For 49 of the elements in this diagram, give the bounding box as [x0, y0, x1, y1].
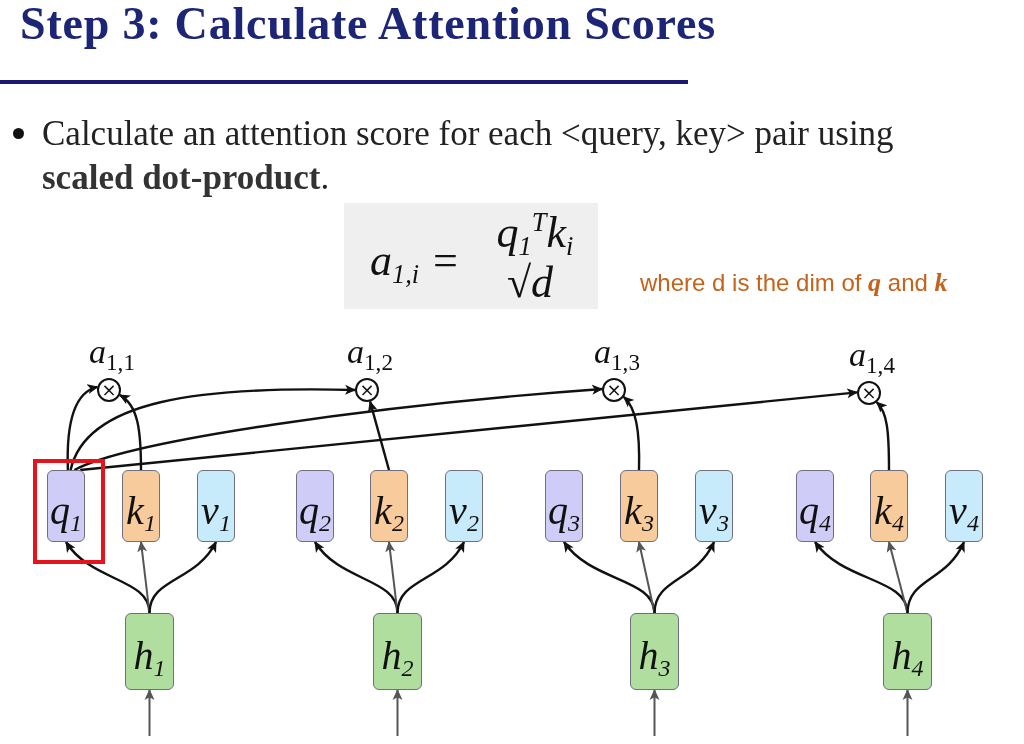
arrow [137, 540, 151, 614]
slide-title: Step 3: Calculate Attention Scores [20, 0, 716, 50]
arrow [396, 541, 466, 614]
highlight-frame [33, 459, 105, 564]
arrow [66, 385, 99, 471]
hidden-state-vector: h$_{3}$ [630, 613, 679, 690]
arrow [653, 541, 716, 614]
query-vector: q$_{2}$ [296, 470, 334, 542]
hidden-state-vector: h$_{1}$ [125, 613, 174, 690]
formula-denominator: √d [506, 257, 554, 309]
arrow [649, 688, 660, 737]
score-label: a$_{1,4}$ [849, 335, 895, 378]
arrow [622, 396, 641, 470]
arrow [73, 384, 604, 472]
bullet-text: Calculate an attention score for each <query, key> pair using scaled dot-product. [42, 113, 895, 199]
value-vector: v$_{3}$ [695, 470, 733, 542]
arrow [875, 401, 891, 470]
value-vector: v$_{1}$ [197, 470, 235, 542]
arrow [144, 688, 155, 737]
arrow [80, 388, 859, 472]
multiply-operator: × [857, 381, 881, 405]
arrow [385, 540, 399, 614]
query-vector: q$_{1}$ [47, 470, 85, 542]
key-vector: k$_{4}$ [870, 470, 908, 542]
multiply-operator: × [602, 378, 626, 402]
note-text: where d is the dim of q and k [640, 268, 948, 298]
value-vector: v$_{2}$ [445, 470, 483, 542]
formula-numerator: q$_{1}$$^{T}$k$_{i}$ [496, 206, 574, 260]
value-vector: v$_{4}$ [945, 470, 983, 542]
key-vector: k$_{3}$ [620, 470, 658, 542]
score-label: a$_{1,1}$ [89, 332, 135, 375]
arrow [902, 688, 913, 737]
arrow [392, 688, 403, 737]
hidden-state-vector: h$_{2}$ [373, 613, 422, 690]
query-vector: q$_{4}$ [796, 470, 834, 542]
multiply-operator: × [355, 378, 379, 402]
arrow [69, 384, 357, 471]
key-vector: k$_{2}$ [370, 470, 408, 542]
hidden-state-vector: h$_{4}$ [883, 613, 932, 690]
arrow [119, 394, 143, 470]
formula-lhs: a$_{1,i}$ = [370, 235, 460, 288]
query-vector: q$_{3}$ [545, 470, 583, 542]
score-label: a$_{1,3}$ [594, 332, 640, 375]
key-vector: k$_{1}$ [122, 470, 160, 542]
score-label: a$_{1,2}$ [347, 332, 393, 375]
arrow [148, 541, 218, 614]
arrow [906, 541, 966, 614]
arrow [367, 400, 391, 471]
multiply-operator: × [97, 378, 121, 402]
